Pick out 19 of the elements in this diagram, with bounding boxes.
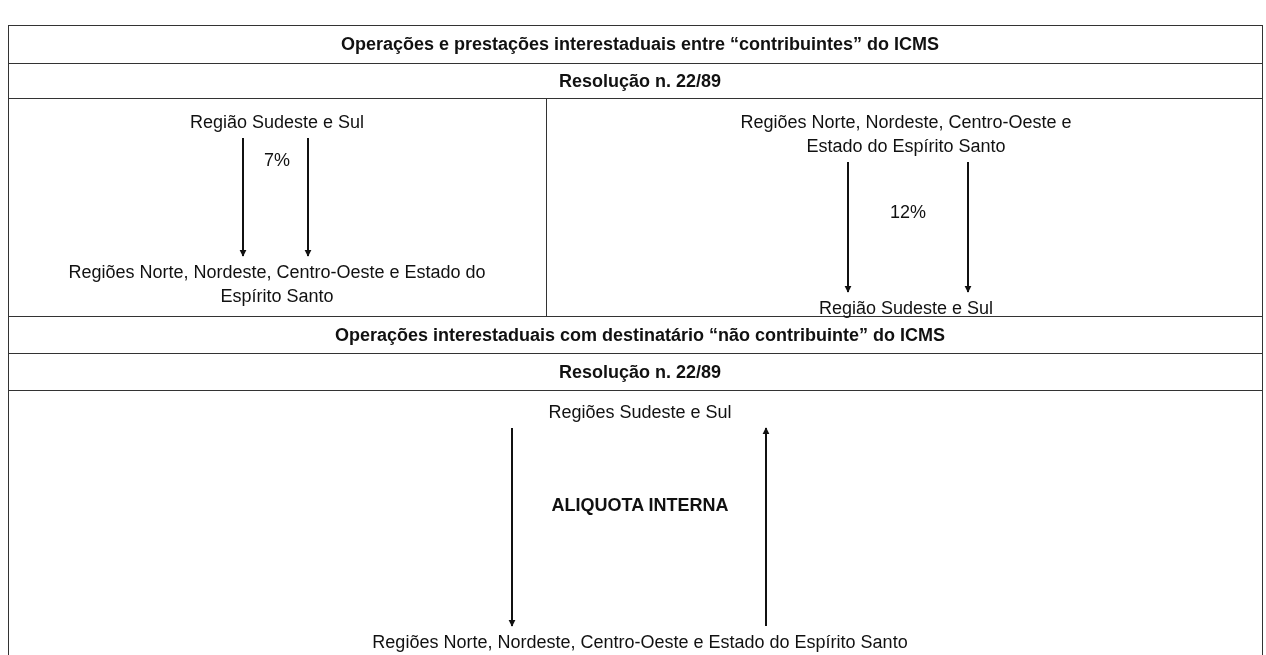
arrow [239,137,247,257]
rate-label: ALIQUOTA INTERNA [551,494,729,516]
region-label: Regiões Norte, Nordeste, Centro-Oeste e Estado do Espírito Santo [726,106,1086,162]
table-header: Operações e prestações interestaduais entre “contribuintes” do ICMS [340,33,940,55]
table-header: Operações interestaduais com destinatário “não contribuinte” do ICMS [334,324,946,346]
region-label: Regiões Norte, Nordeste, Centro-Oeste e Estado do Espírito Santo [372,626,908,655]
region-label: Regiões Sudeste e Sul [548,396,732,428]
table-header: Resolução n. 22/89 [558,70,722,92]
arrow [762,427,770,627]
table-header: Resolução n. 22/89 [558,361,722,383]
region-label: Região Sudeste e Sul [189,106,365,138]
rate-label: 12% [890,201,926,223]
region-label: Regiões Norte, Nordeste, Centro-Oeste e Estado do Espírito Santo [62,256,492,312]
arrow [964,161,972,293]
arrow [508,427,516,627]
region-label: Região Sudeste e Sul [818,292,994,324]
arrow [844,161,852,293]
arrow [304,137,312,257]
rate-label: 7% [264,149,290,171]
